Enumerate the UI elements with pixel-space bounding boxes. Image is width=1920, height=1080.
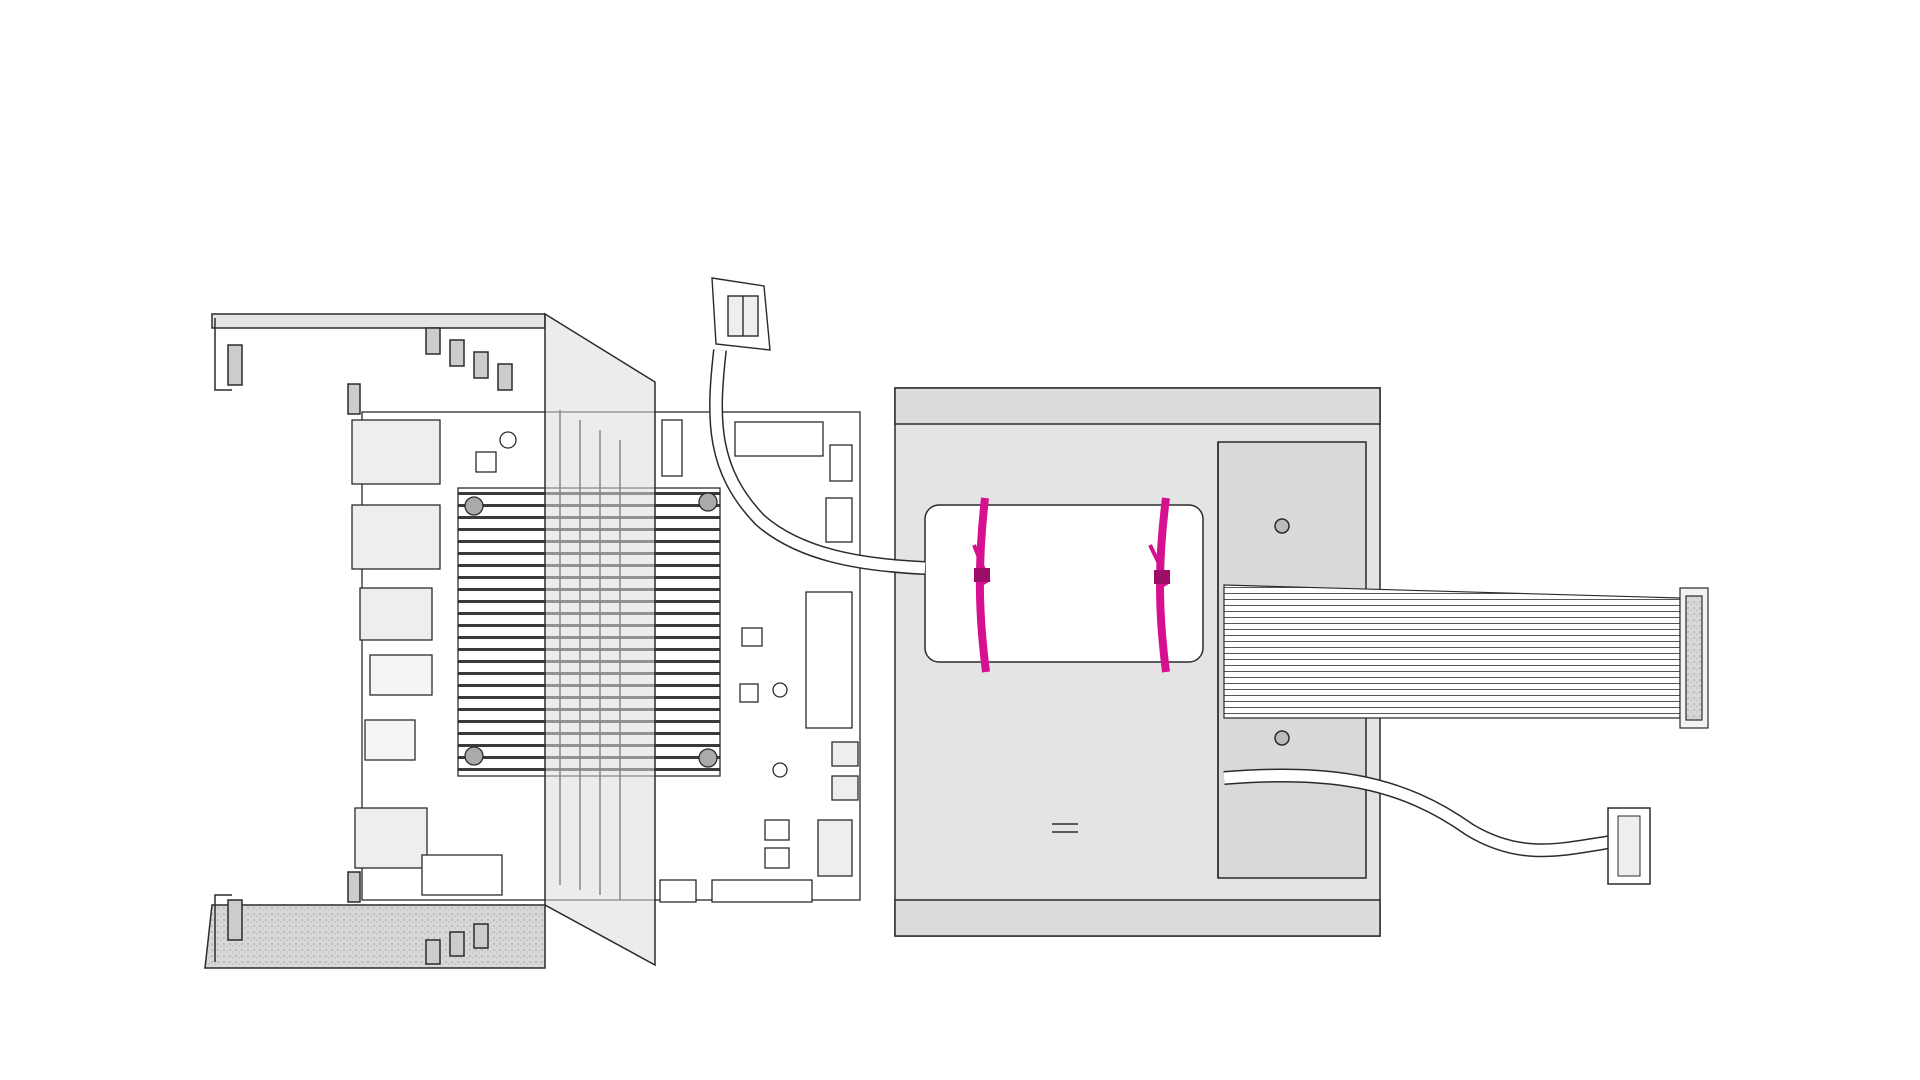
cable-tie-2 [1148,497,1171,673]
cable-tie-1 [972,497,991,673]
battery-pack [924,504,1204,663]
ribbon-cable [1223,584,1709,729]
power-cable-connector [711,277,771,351]
mounting-bracket [204,312,656,969]
usb-cable [1223,768,1651,885]
power-cable [709,349,926,575]
